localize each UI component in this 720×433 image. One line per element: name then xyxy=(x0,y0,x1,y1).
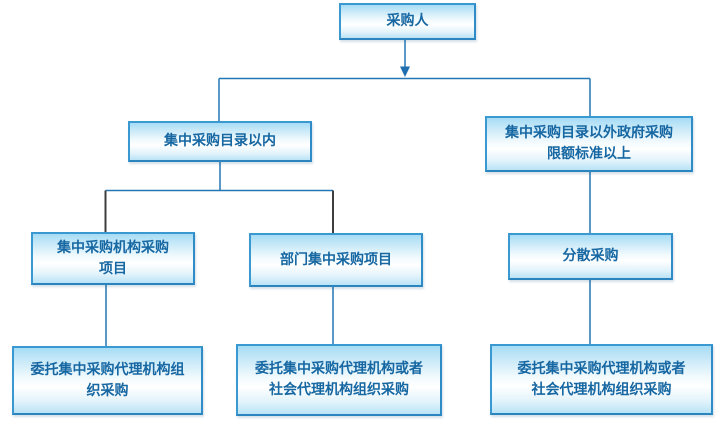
node-entrust-central-agency: 委托集中采购代理机构组 织采购 xyxy=(12,346,203,415)
node-department-centralized-projects: 部门集中采购项目 xyxy=(249,233,423,287)
node-entrust-central-or-social-right: 委托集中采购代理机构或者 社会代理机构组织采购 xyxy=(490,344,713,415)
node-within-catalog: 集中采购目录以内 xyxy=(128,121,312,162)
node-outside-catalog: 集中采购目录以外政府采购 限额标准以上 xyxy=(485,116,693,172)
node-decentralized-procurement: 分散采购 xyxy=(508,233,673,280)
node-purchaser: 采购人 xyxy=(339,3,476,40)
node-central-agency-projects: 集中采购机构采购 项目 xyxy=(31,232,195,285)
node-entrust-central-or-social-mid: 委托集中采购代理机构或者 社会代理机构组织采购 xyxy=(236,344,442,416)
arrowhead-down-icon xyxy=(400,66,410,77)
